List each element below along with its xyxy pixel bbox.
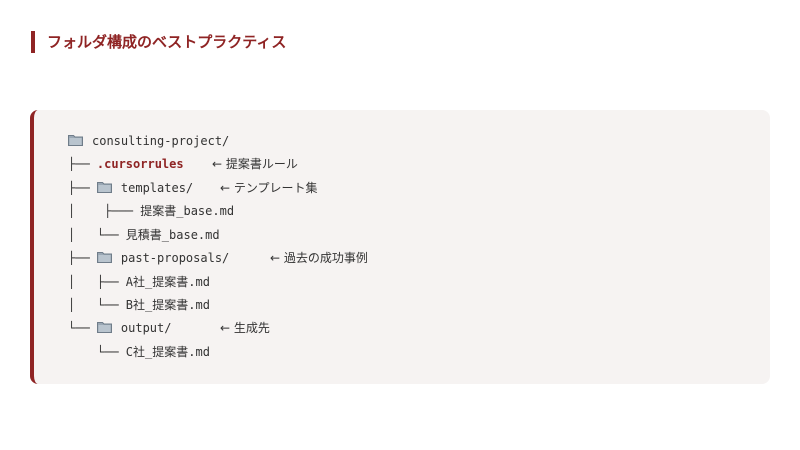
tree-branch: └── [68,345,126,359]
templates-folder-name: templates/ [120,181,194,195]
tree-root-line: consulting-project/ [68,131,229,151]
tree-item-past-proposals: ├── past-proposals/ [68,248,229,268]
tree-branch: │ └── [68,298,126,312]
file-name: A社_提案書.md [125,275,210,289]
section-heading: フォルダ構成のベストプラクティス [31,31,286,53]
tree-branch: ├── [68,157,97,171]
tree-branch: │ ├── [68,275,126,289]
folder-icon [68,134,83,146]
past-proposals-folder-name: past-proposals/ [120,251,230,265]
tree-item-proposal-base: │ ├─── 提案書_base.md [68,201,234,221]
tree-branch: └── [68,321,97,335]
file-name: C社_提案書.md [125,345,210,359]
templates-comment: ← テンプレート集 [220,181,318,195]
file-name: 提案書_base.md [140,204,235,218]
past-proposals-comment: ← 過去の成功事例 [270,251,368,265]
folder-tree-code-block: consulting-project/ ├── .cursorrules ← 提… [30,110,770,384]
tree-branch: ├── [68,181,97,195]
tree-item-output: └── output/ [68,318,171,338]
tree-branch: │ └── [68,228,126,242]
file-name: B社_提案書.md [125,298,210,312]
tree-item-cursorrules: ├── .cursorrules [68,154,184,174]
cursorrules-file-name: .cursorrules [96,157,184,171]
folder-icon [96,321,112,333]
tree-branch: ├── [68,251,97,265]
tree-item-estimate-base: │ └── 見積書_base.md [68,225,220,245]
folder-icon [96,181,112,193]
file-name: 見積書_base.md [125,228,220,242]
tree-item-c-proposal: └── C社_提案書.md [68,342,210,362]
cursorrules-comment: ← 提案書ルール [212,157,298,171]
tree-branch: │ ├─── [68,204,141,218]
tree-item-b-proposal: │ └── B社_提案書.md [68,295,210,315]
folder-icon [96,251,112,263]
output-folder-name: output/ [120,321,172,335]
tree-item-templates: ├── templates/ [68,178,193,198]
output-comment: ← 生成先 [220,321,270,335]
tree-root-name: consulting-project/ [92,134,230,148]
tree-item-a-proposal: │ ├── A社_提案書.md [68,272,210,292]
